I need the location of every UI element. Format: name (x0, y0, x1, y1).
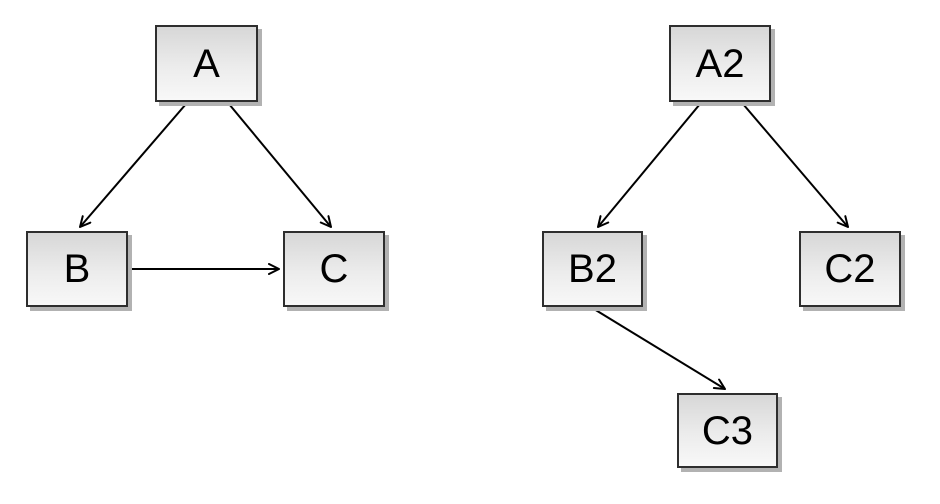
node-c-label: C (319, 247, 349, 291)
node-a2-label: A2 (695, 41, 745, 86)
node-a-label: A (193, 41, 220, 86)
edge-a2-to-c2 (742, 103, 849, 228)
node-c2-label: C2 (824, 247, 876, 291)
node-c3: C3 (677, 393, 778, 468)
node-b: B (26, 231, 128, 307)
node-b2-label: B2 (568, 247, 617, 291)
edge-a-to-c (228, 103, 332, 228)
edge-b2-to-c3 (593, 308, 726, 390)
node-c3-label: C3 (701, 408, 754, 453)
node-a2: A2 (669, 25, 771, 102)
edge-a-to-b (79, 103, 187, 228)
node-a: A (155, 25, 258, 102)
edge-a2-to-b2 (597, 103, 701, 228)
node-c2: C2 (799, 231, 901, 307)
node-c: C (283, 231, 385, 307)
node-b-label: B (63, 247, 91, 291)
node-b2: B2 (542, 231, 643, 307)
